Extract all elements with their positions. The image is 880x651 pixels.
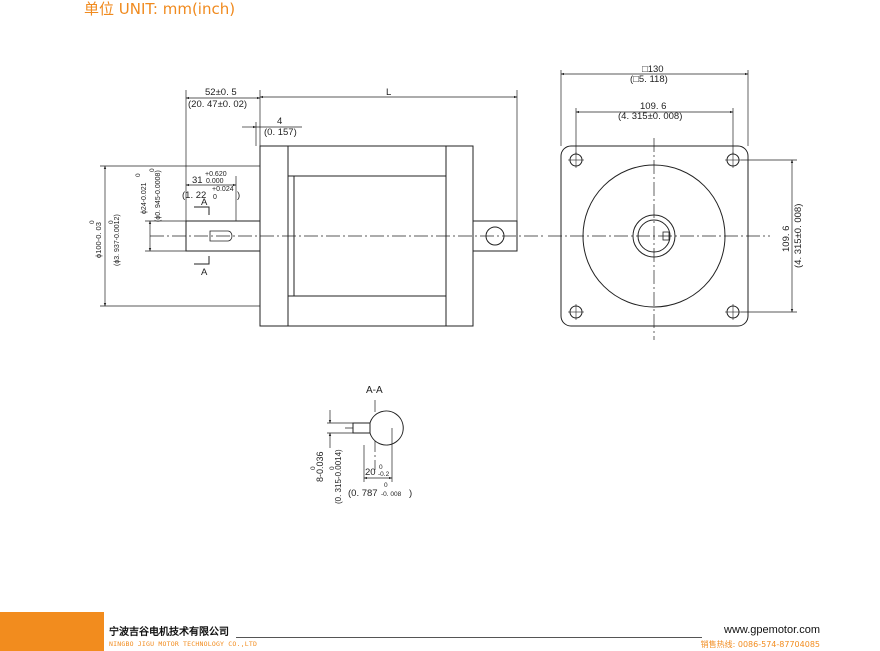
side-view [100, 90, 545, 327]
dim-109-v-inch-label: (4. 315±0. 008) [793, 204, 804, 268]
mount-holes [568, 152, 741, 320]
dim-20-inch-label: (0. 787 [348, 488, 378, 499]
dim-100-label: ϕ100-0. 03 [94, 222, 103, 258]
dim-31-inch-tol-upper: +0.024 [212, 186, 234, 193]
footer-accent-block [0, 612, 104, 651]
dim-109-h-label: 109. 6 [640, 101, 666, 112]
dim-8-zero: 0 [310, 466, 317, 470]
dim-20-inch-tol-upper: 0 [384, 482, 388, 489]
dim-24-inch-zero: 0 [149, 168, 156, 172]
website-link[interactable]: www.gpemotor.com [724, 624, 820, 636]
dim-L-label: L [386, 87, 391, 98]
section-a-top-label: A [201, 197, 208, 208]
section-view-labels: A-A 20 0 -0.2 (0. 787 0 -0. 008 ) 8-0.03… [310, 385, 412, 504]
dim-109-h-inch-label: (4. 315±0. 008) [618, 111, 682, 122]
dim-31-tol-lower: 0.000 [206, 178, 224, 185]
rear-shaft [472, 220, 518, 252]
section-shaft-profile [352, 410, 404, 446]
dim-24-inch-label: (ϕ0. 945-0.0008) [155, 170, 162, 222]
section-a-bottom-label: A [201, 267, 208, 278]
dim-20-inch-close: ) [409, 488, 412, 499]
dim-31-inch-tol-lower: 0 [213, 194, 217, 201]
dim-130-inch-label: (□5. 118) [630, 74, 668, 85]
section-view [327, 400, 405, 482]
dim-100-zero: 0 [89, 220, 96, 224]
dim-31-tol-upper: +0.620 [205, 171, 227, 178]
section-marker-bottom [194, 256, 210, 265]
side-view-labels: 52±0. 5 (20. 47±0. 02) L 4 (0. 157) 31 +… [89, 87, 391, 278]
dim-8-inch-zero: 0 [329, 466, 336, 470]
shaft-keyway [209, 230, 233, 242]
dim-24-zero: 0 [135, 173, 142, 177]
unit-heading: 单位 UNIT: mm(inch) [84, 0, 236, 18]
dim-130-label: □130 [642, 64, 664, 75]
dim-24-label: ϕ24-0.021 [141, 182, 148, 214]
sales-hotline: 销售热线: 0086-574-87704085 [700, 640, 820, 649]
front-view-labels: □130 (□5. 118) 109. 6 (4. 315±0. 008) 10… [618, 64, 804, 268]
footer-divider [236, 637, 702, 638]
section-title: A-A [366, 385, 383, 396]
dim-31-inch-close: ) [237, 190, 240, 201]
company-name-cn: 宁波吉谷电机技术有限公司 [109, 627, 229, 638]
dim-52-inch-label: (20. 47±0. 02) [188, 99, 247, 110]
dim-20-tol-upper: 0 [379, 464, 383, 471]
front-view [548, 70, 797, 340]
dim-8-inch-label: (0. 315-0.0014) [334, 449, 343, 504]
dim-8-label: 8-0.036 [315, 451, 325, 482]
rear-shaft-hole [485, 226, 505, 246]
dim-4-label: 4 [277, 116, 282, 127]
dim-20-inch-tol-lower: -0. 008 [381, 491, 402, 498]
dim-100-inch-zero: 0 [108, 220, 115, 224]
dim-20-tol-lower: -0.2 [378, 471, 390, 478]
dim-31-inch-label: (1. 22 [182, 190, 206, 201]
dim-31-label: 31 [192, 175, 203, 186]
dim-4-inch-label: (0. 157) [264, 127, 297, 138]
dim-52-label: 52±0. 5 [205, 87, 237, 98]
section-marker-top [194, 206, 210, 215]
dim-100-inch-label: (ϕ3. 937-0.0012) [114, 214, 121, 266]
dim-109-v-label: 109. 6 [781, 226, 792, 252]
dim-20-label: 20 [365, 467, 376, 478]
company-name-en: NINGBO JIGU MOTOR TECHNOLOGY CO.,LTD [109, 640, 258, 648]
